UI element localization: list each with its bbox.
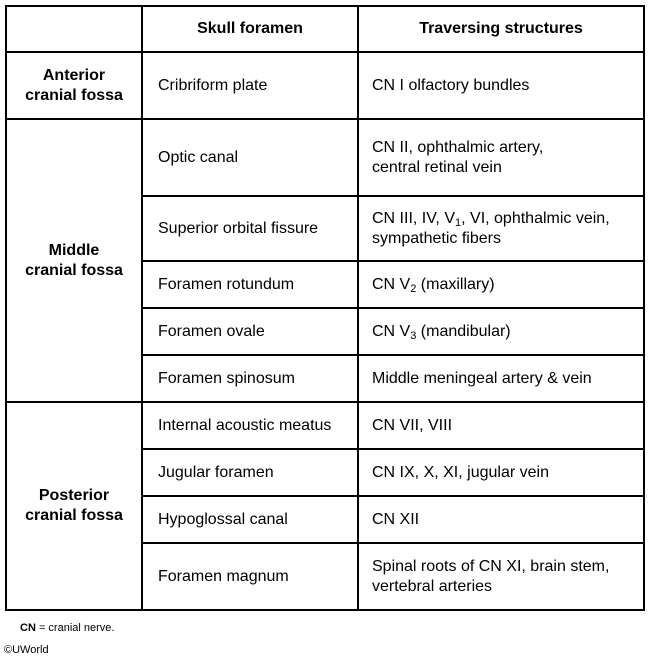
region-middle-line2: cranial fossa	[25, 261, 123, 279]
region-anterior-line1: Anterior	[42, 66, 106, 84]
foramen-cell: Internal acoustic meatus	[141, 401, 359, 450]
structures-cell: CN III, IV, V1, VI, ophthalmic vein, sym…	[357, 195, 645, 262]
header-skull-foramen: Skull foramen	[141, 5, 359, 53]
table-row: Jugular foramen CN IX, X, XI, jugular ve…	[6, 448, 645, 497]
subscript-number: 3	[410, 329, 417, 342]
region-posterior-line1: Posterior	[38, 487, 110, 504]
structures-text: , VI, ophthalmic vein,	[461, 209, 610, 227]
foramen-cell: Foramen rotundum	[141, 260, 359, 309]
table-row: Middle cranial fossa Optic canal CN II, …	[5, 118, 645, 403]
table-row: Foramen magnum Spinal roots of CN XI, br…	[6, 542, 645, 611]
footnote: CN = cranial nerve.	[20, 622, 114, 634]
structures-text: CN V	[372, 322, 411, 340]
table-row: Foramen rotundum CN V2 (maxillary)	[6, 260, 645, 309]
header-traversing-structures: Traversing structures	[357, 5, 645, 53]
structures-line: CN II, ophthalmic artery,	[372, 138, 544, 156]
structures-line: CN VII, VIII	[372, 416, 453, 434]
foramen-cell: Superior orbital fissure	[141, 195, 359, 262]
foramina-table: Skull foramen Traversing structures Ante…	[5, 5, 645, 611]
table-row: Foramen spinosum Middle meningeal artery…	[6, 354, 645, 403]
structures-cell: CN V2 (maxillary)	[357, 260, 645, 309]
foramen-cell: Foramen spinosum	[141, 354, 359, 403]
foramen-cell: Hypoglossal canal	[141, 495, 359, 544]
region-anterior-line2: cranial fossa	[25, 86, 123, 104]
structures-cell: CN I olfactory bundles	[357, 51, 645, 120]
structures-text: (maxillary)	[416, 275, 495, 293]
table-row: Foramen ovale CN V3 (mandibular)	[6, 307, 645, 356]
footnote-abbreviation: CN	[20, 622, 36, 634]
structures-text: CN III, IV, V	[372, 209, 455, 227]
foramen-cell: Optic canal	[141, 118, 359, 197]
structures-text: (mandibular)	[416, 322, 511, 340]
region-posterior: Posterior cranial fossa	[5, 401, 143, 611]
footnote-text: = cranial nerve.	[35, 622, 115, 634]
region-middle-line1: Middle	[48, 241, 100, 259]
region-posterior-line2: cranial fossa	[25, 507, 123, 524]
region-middle: Middle cranial fossa	[5, 118, 143, 403]
structures-line: Middle meningeal artery & vein	[372, 369, 592, 387]
structures-line: sympathetic fibers	[372, 229, 501, 247]
subscript-number: 1	[455, 216, 462, 229]
foramen-cell: Foramen ovale	[141, 307, 359, 356]
structures-cell: CN II, ophthalmic artery, central retina…	[357, 118, 645, 197]
region-anterior: Anterior cranial fossa	[5, 51, 143, 120]
table-row: Superior orbital fissure CN III, IV, V1,…	[6, 195, 645, 262]
structures-cell: Spinal roots of CN XI, brain stem, verte…	[357, 542, 645, 611]
structures-line: vertebral arteries	[372, 577, 493, 595]
structures-cell: CN V3 (mandibular)	[357, 307, 645, 356]
structures-cell: Middle meningeal artery & vein	[357, 354, 645, 403]
foramen-cell: Foramen magnum	[141, 542, 359, 611]
copyright-notice: ©UWorld	[4, 644, 49, 656]
header-region	[5, 5, 143, 53]
structures-line: CN IX, X, XI, jugular vein	[372, 463, 549, 481]
foramen-cell: Cribriform plate	[141, 51, 359, 120]
structures-line: central retinal vein	[372, 158, 502, 176]
structures-line: CN III, IV, V1, VI, ophthalmic vein,	[372, 209, 643, 229]
structures-line: Spinal roots of CN XI, brain stem,	[372, 557, 610, 575]
structures-line: CN I olfactory bundles	[372, 76, 530, 94]
structures-cell: CN XII	[357, 495, 645, 544]
table-header-row: Skull foramen Traversing structures	[5, 5, 645, 53]
table-row: Anterior cranial fossa Cribriform plate …	[5, 51, 645, 120]
table-row: Hypoglossal canal CN XII	[6, 495, 645, 544]
table-row: Posterior cranial fossa Internal acousti…	[5, 401, 645, 611]
structures-line: CN XII	[372, 510, 420, 528]
structures-cell: CN IX, X, XI, jugular vein	[357, 448, 645, 497]
subscript-number: 2	[410, 282, 417, 295]
structures-text: CN V	[372, 275, 411, 293]
structures-cell: CN VII, VIII	[357, 401, 645, 450]
foramen-cell: Jugular foramen	[141, 448, 359, 497]
